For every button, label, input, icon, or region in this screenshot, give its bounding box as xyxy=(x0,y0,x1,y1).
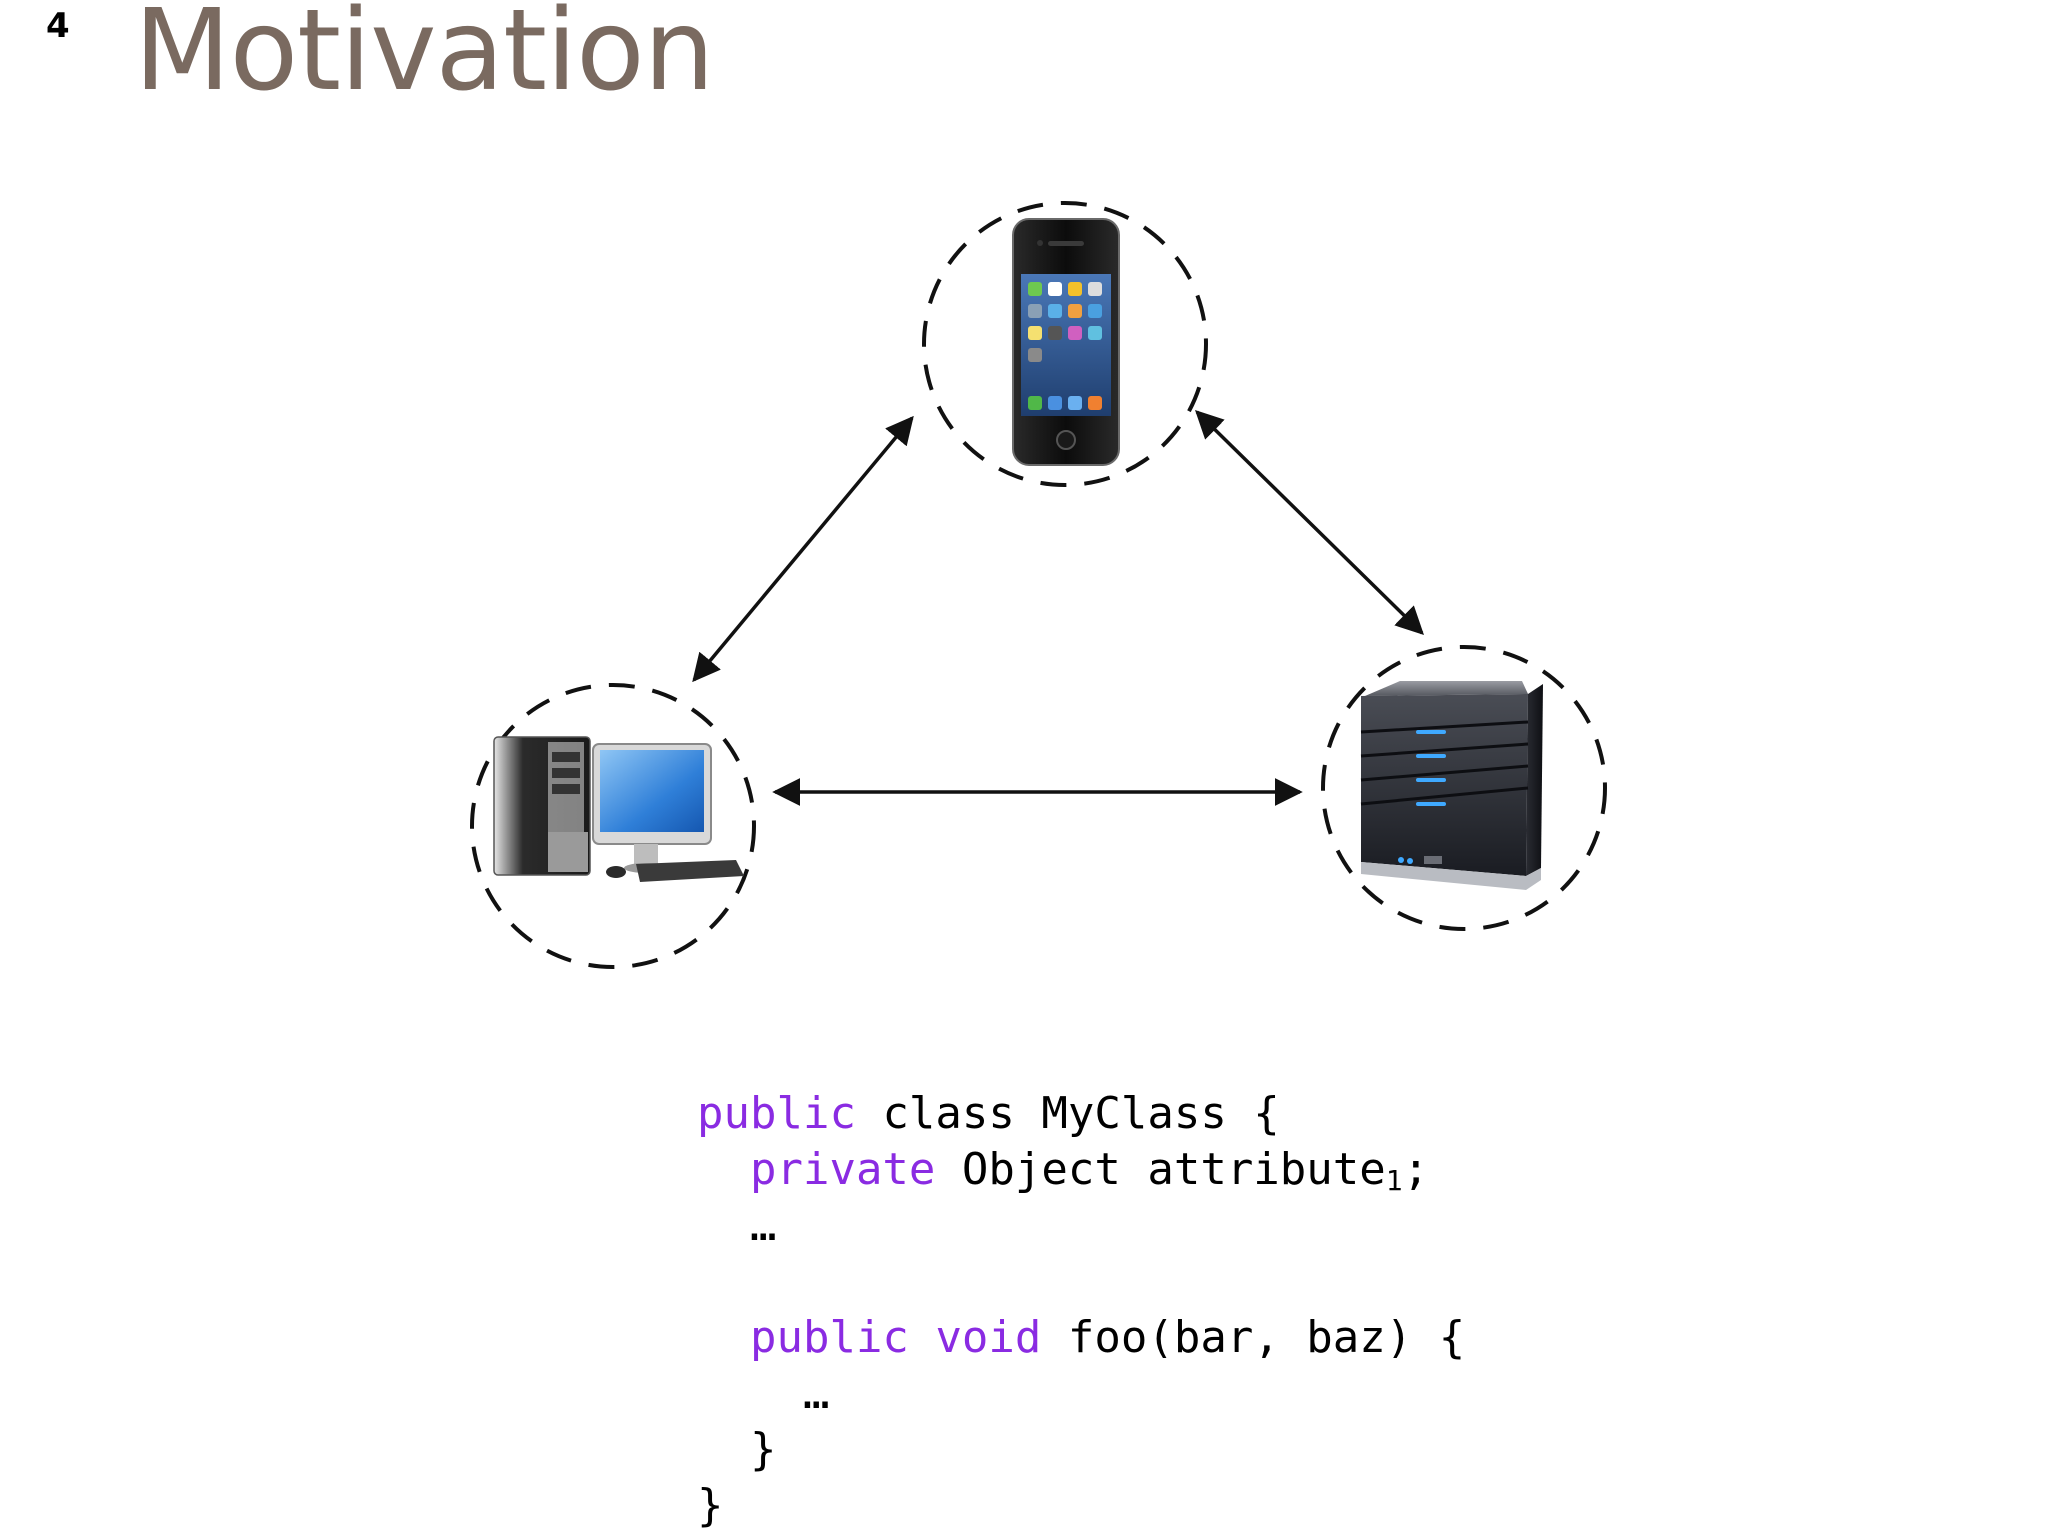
code-keyword: void xyxy=(935,1312,1042,1363)
phone-node-circle xyxy=(922,201,1208,487)
code-text: Object attribute xyxy=(935,1144,1386,1195)
code-line-7: } xyxy=(697,1422,1465,1478)
code-brace: } xyxy=(697,1480,724,1531)
desktop-node-circle xyxy=(470,683,756,969)
server-node-circle xyxy=(1321,645,1607,931)
code-text: class MyClass { xyxy=(855,1088,1280,1139)
code-keyword: private xyxy=(749,1144,936,1195)
code-brace: } xyxy=(749,1424,777,1475)
code-text: ; xyxy=(1402,1144,1430,1195)
smartphone-icon xyxy=(1012,218,1120,466)
code-ellipsis: … xyxy=(802,1368,830,1419)
code-line-4 xyxy=(697,1254,1465,1310)
code-line-8: } xyxy=(697,1478,1465,1534)
code-ellipsis: … xyxy=(749,1200,777,1251)
code-line-6: … xyxy=(697,1366,1465,1422)
code-text: foo(bar, baz) { xyxy=(1041,1312,1466,1363)
code-line-2: private Object attribute1; xyxy=(697,1142,1465,1198)
arrow-phone-desktop xyxy=(692,415,914,683)
code-subscript: 1 xyxy=(1385,1164,1403,1197)
desktop-computer-icon xyxy=(493,736,744,882)
slide-title: Motivation xyxy=(134,0,715,116)
code-snippet: public class MyClass { private Object at… xyxy=(697,1086,1465,1534)
arrow-phone-server xyxy=(1195,410,1424,635)
code-line-5: public void foo(bar, baz) { xyxy=(697,1310,1465,1366)
slide-number: 4 xyxy=(46,6,70,46)
server-icon xyxy=(1360,681,1543,890)
code-line-1: public class MyClass { xyxy=(697,1086,1465,1142)
code-keyword: public xyxy=(697,1088,856,1139)
code-line-3: … xyxy=(697,1198,1465,1254)
code-keyword: public xyxy=(749,1312,909,1363)
